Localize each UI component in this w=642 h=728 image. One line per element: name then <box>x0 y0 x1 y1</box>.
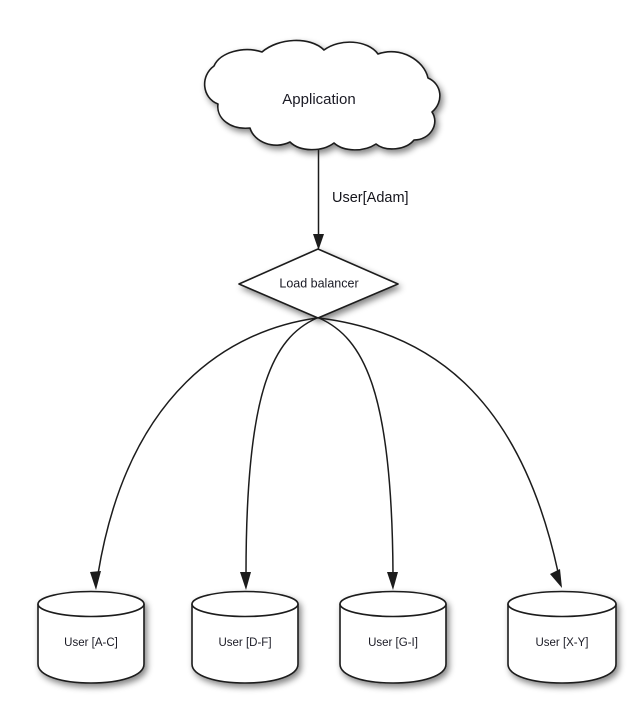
edge-load-balancer-to-db-4 <box>318 317 562 588</box>
cylinder-shape <box>339 590 447 684</box>
node-load-balancer[interactable]: Load balancer <box>238 248 399 319</box>
cylinder-shape <box>37 590 145 684</box>
database-label: User [G-I] <box>368 637 418 649</box>
arrow-head-icon <box>387 572 398 590</box>
node-database-3[interactable]: User [G-I] <box>339 590 447 684</box>
edge-curve <box>245 317 318 575</box>
edge-load-balancer-to-db-2 <box>240 317 318 590</box>
edge-curve <box>97 317 318 575</box>
edge-load-balancer-to-db-1 <box>90 317 318 590</box>
arrow-head-icon <box>240 572 251 590</box>
node-database-4[interactable]: User [X-Y] <box>507 590 617 684</box>
edge-label-user-adam: User[Adam] <box>332 190 409 206</box>
node-database-1[interactable]: User [A-C] <box>37 590 145 684</box>
cylinder-shape <box>191 590 299 684</box>
database-label: User [X-Y] <box>535 637 588 649</box>
edge-application-to-load-balancer: User[Adam] <box>313 150 409 250</box>
database-label: User [D-F] <box>218 637 271 649</box>
database-label: User [A-C] <box>64 637 118 649</box>
node-application[interactable]: Application <box>203 39 441 151</box>
edge-curve <box>318 317 394 575</box>
arrow-head-icon <box>313 234 324 250</box>
node-database-2[interactable]: User [D-F] <box>191 590 299 684</box>
diamond-shape <box>238 248 399 319</box>
application-label: Application <box>282 91 355 108</box>
cloud-shape <box>203 39 441 151</box>
load-balancer-label: Load balancer <box>279 276 358 290</box>
arrow-head-icon <box>90 571 101 590</box>
cylinder-shape <box>507 590 617 684</box>
edge-curve <box>318 317 559 573</box>
arrow-head-icon <box>550 569 562 588</box>
edge-load-balancer-to-db-3 <box>318 317 398 590</box>
